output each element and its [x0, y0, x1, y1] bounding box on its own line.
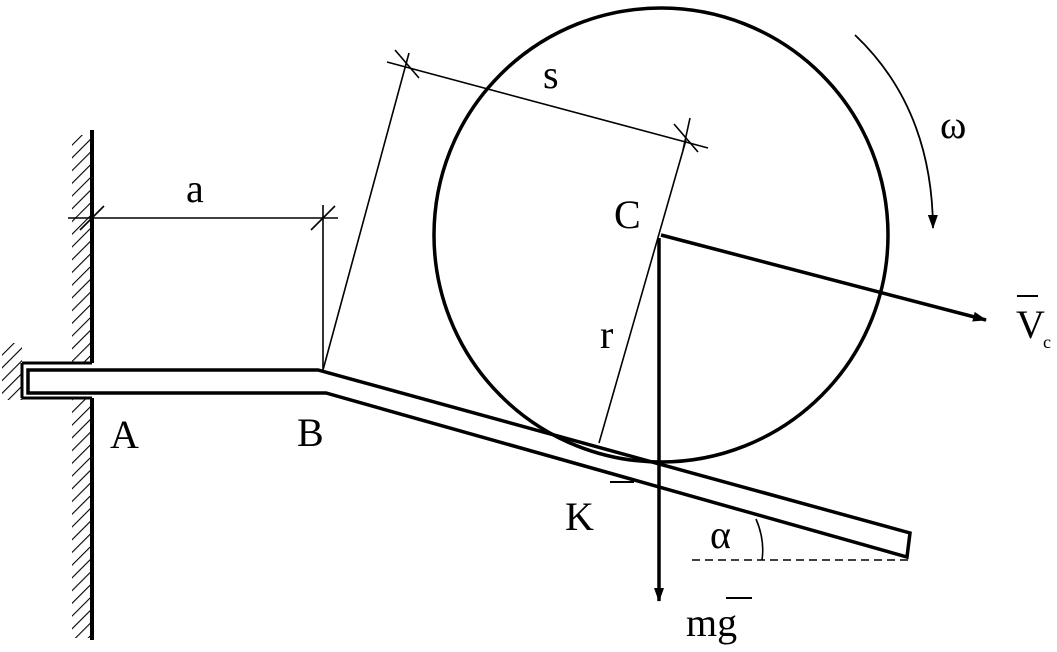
label-omega: ω — [940, 102, 966, 147]
label-velocity: V — [1016, 302, 1045, 347]
disk — [432, 6, 890, 464]
bar-outline — [26, 368, 912, 560]
support-hatch — [2, 343, 22, 400]
label-angle: α — [710, 512, 731, 557]
dimension-s — [322, 49, 709, 371]
velocity-arrow — [660, 233, 987, 322]
wall-hatch-upper — [72, 135, 92, 363]
label-dim-s: s — [543, 52, 559, 97]
radius-line — [598, 139, 687, 444]
dimension-a — [68, 205, 338, 370]
label-point-b: B — [297, 410, 324, 455]
label-dim-a: a — [186, 166, 204, 211]
omega-arrow — [854, 34, 938, 229]
label-point-a: A — [110, 412, 139, 457]
label-velocity-sub: c — [1043, 332, 1051, 352]
wall-hatch-lower — [72, 398, 92, 638]
label-point-c: C — [614, 192, 641, 237]
angle-alpha — [692, 518, 908, 561]
label-radius: r — [600, 312, 613, 357]
wall — [2, 130, 94, 640]
bent-bar — [26, 368, 912, 560]
label-gravity: mg — [686, 600, 737, 645]
label-point-k: K — [565, 494, 594, 539]
